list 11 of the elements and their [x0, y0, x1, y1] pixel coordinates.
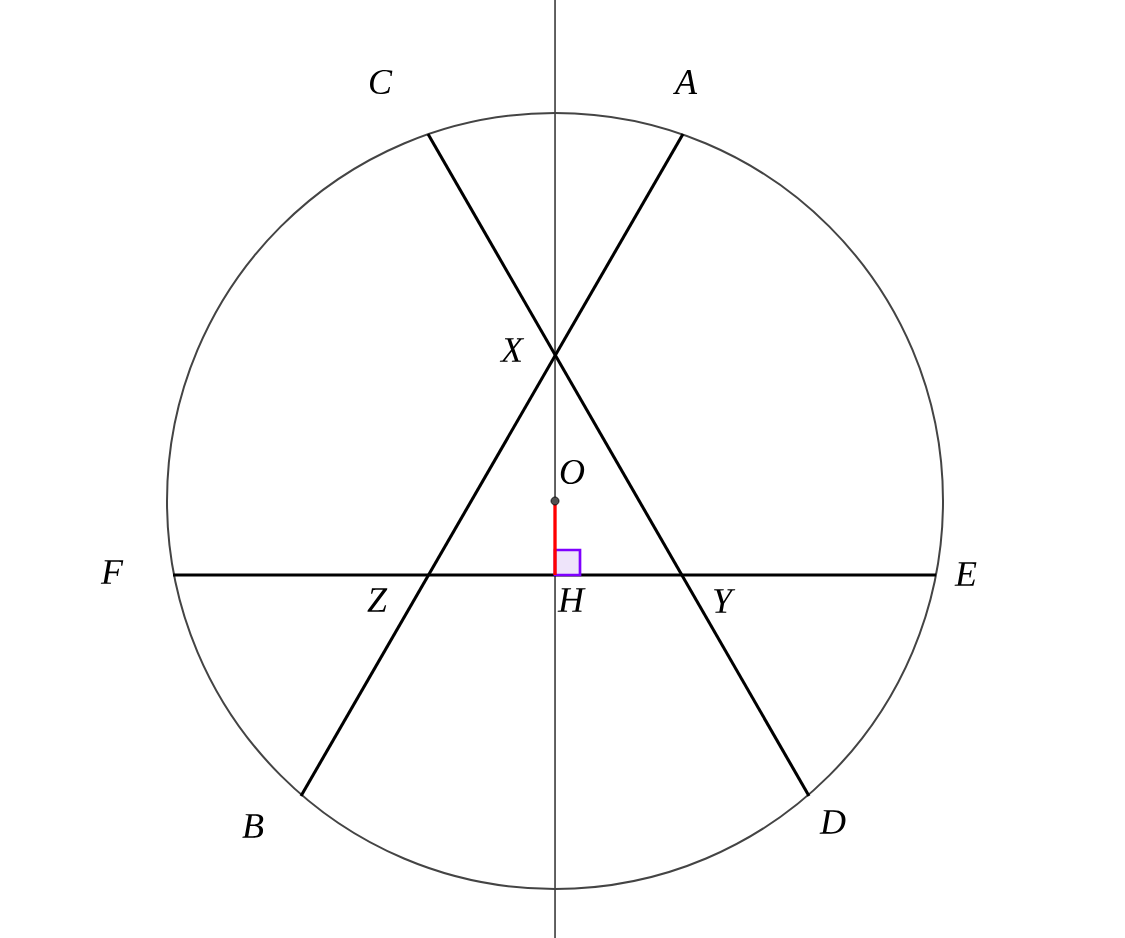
- point-label: X: [499, 338, 525, 362]
- point-label: F: [100, 560, 124, 584]
- point-label: B: [242, 814, 264, 838]
- point-label: C: [370, 69, 393, 95]
- point-label: Z: [367, 588, 388, 612]
- point-label: A: [673, 70, 698, 94]
- point-label: E: [954, 562, 977, 586]
- point-label: H: [557, 588, 586, 612]
- point-label: O: [560, 459, 585, 485]
- point-label: Y: [714, 589, 736, 613]
- point-label: D: [819, 810, 846, 834]
